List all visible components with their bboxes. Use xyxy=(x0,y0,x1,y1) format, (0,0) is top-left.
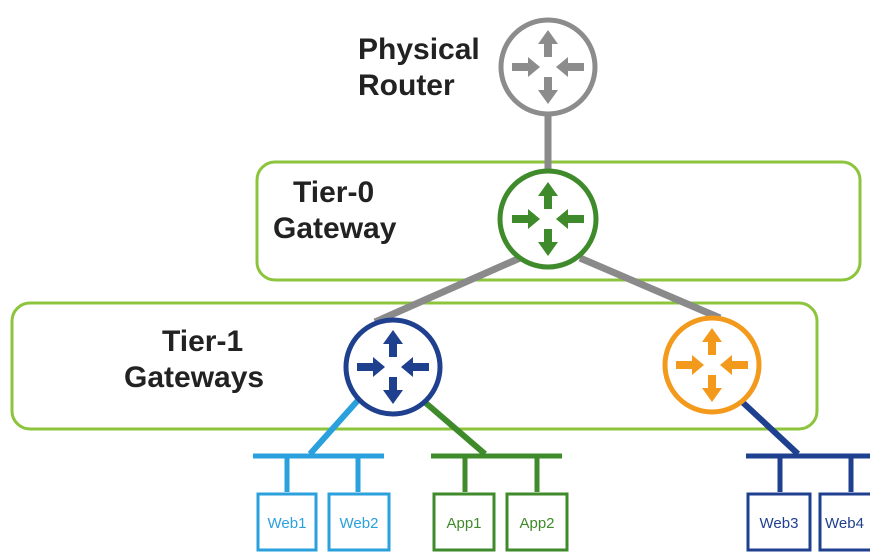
physical-router-label: Physical Router xyxy=(358,32,480,104)
tier1-orange-router-icon xyxy=(662,315,762,415)
tier0-label-line1: Tier-0 xyxy=(293,176,375,209)
physical-router-icon xyxy=(498,17,598,117)
tier1-label-line1: Tier-1 xyxy=(162,325,244,358)
tier0-router-icon xyxy=(497,168,599,270)
vm-web4: Web4 xyxy=(825,515,864,532)
tier0-label-line2: Gateway xyxy=(273,212,397,245)
vm-web1: Web1 xyxy=(268,515,307,532)
tier1-label-line2: Gateways xyxy=(124,361,265,394)
link-orange-to-web-segment xyxy=(735,395,801,457)
web-segment-2 xyxy=(746,453,870,552)
link-tier0-to-tier1-orange xyxy=(578,254,722,322)
tier1-gateways-label: Tier-1 Gateways xyxy=(124,324,264,396)
tier1-blue-router-icon xyxy=(343,317,443,417)
vm-web2: Web2 xyxy=(340,515,379,532)
tier0-gateway-label: Tier-0 Gateway xyxy=(273,175,396,247)
physical-router-label-line1: Physical xyxy=(358,33,480,66)
vm-app1: App1 xyxy=(446,515,481,532)
vm-web3: Web3 xyxy=(760,515,799,532)
vm-app2: App2 xyxy=(519,515,554,532)
link-tier0-to-tier1-blue xyxy=(373,254,522,326)
physical-router-label-line2: Router xyxy=(358,69,455,102)
tier0-gateway-box xyxy=(255,160,862,282)
web-segment-1 xyxy=(253,453,391,552)
app-segment xyxy=(431,453,569,552)
link-blue-to-app-segment xyxy=(418,395,487,457)
link-blue-to-web-segment xyxy=(307,396,363,456)
